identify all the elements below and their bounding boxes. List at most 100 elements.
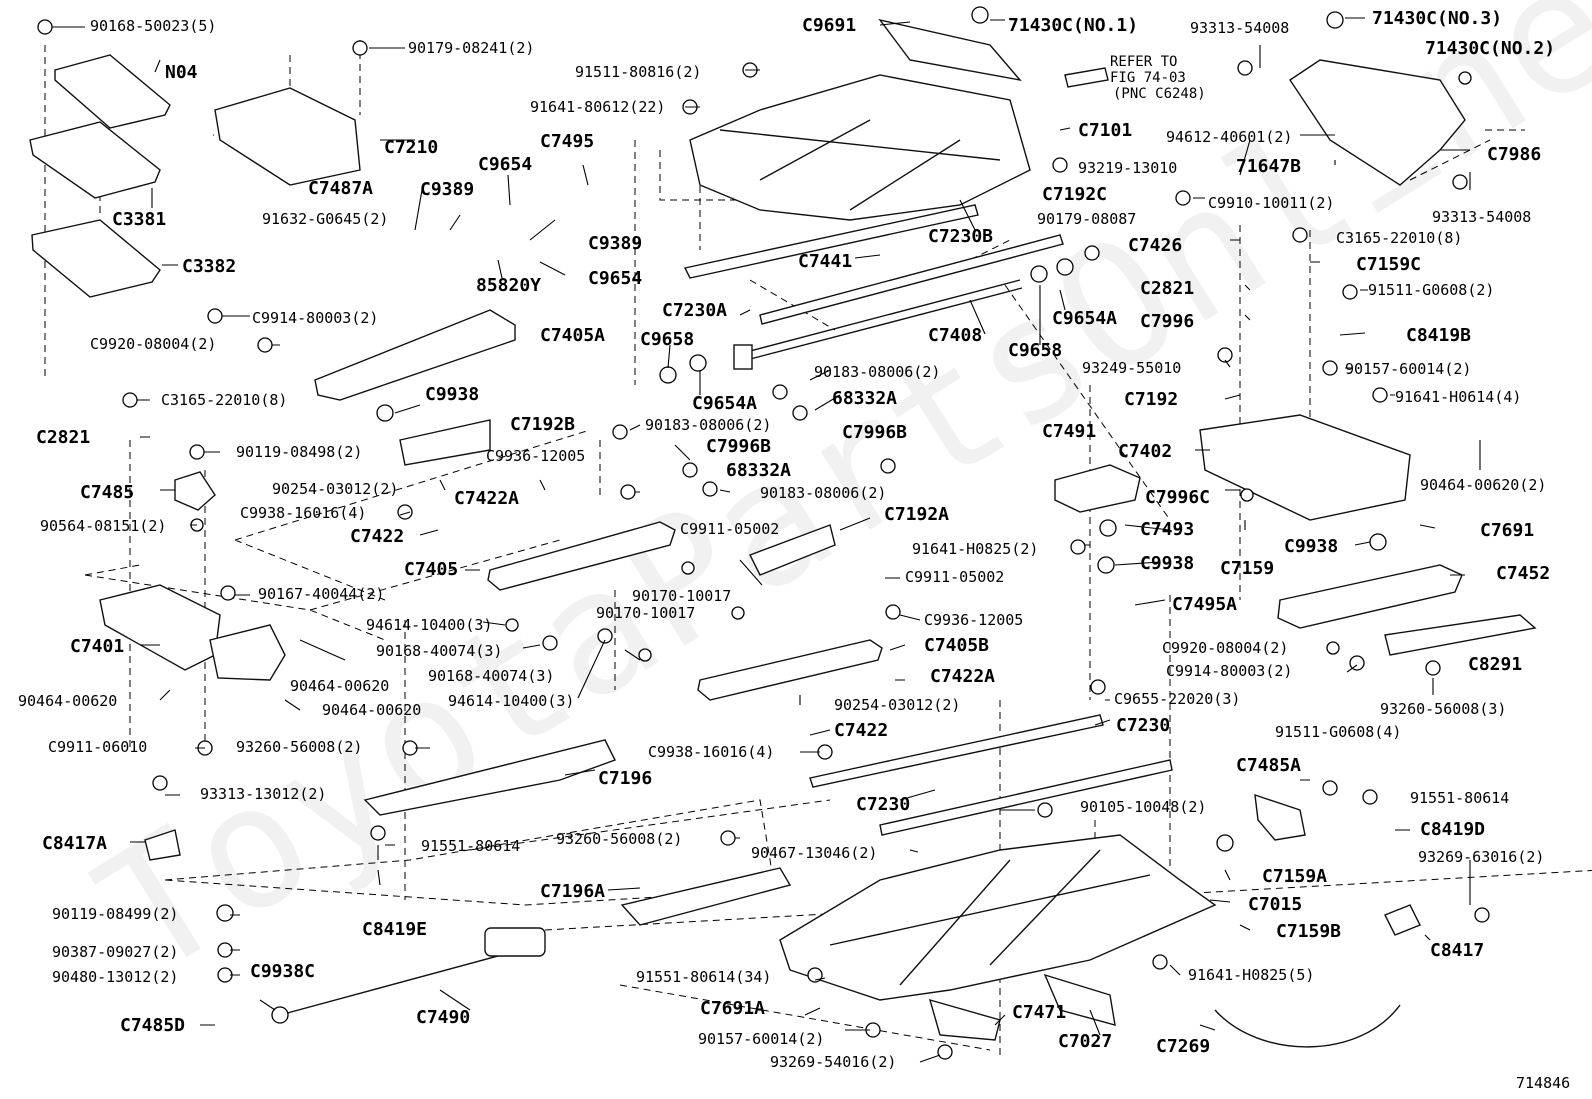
c7192b-bracket bbox=[399, 419, 491, 466]
c7101-crossbar bbox=[719, 119, 1001, 211]
label-l013: C9654 bbox=[588, 268, 642, 289]
c7401-bracket bbox=[209, 624, 286, 681]
bolt-icon bbox=[216, 904, 234, 922]
bushing-icon bbox=[376, 404, 394, 422]
c7015-base bbox=[779, 834, 1217, 1001]
label-l138: C7691A bbox=[700, 998, 765, 1019]
nut-icon bbox=[880, 458, 896, 474]
bolt-icon bbox=[1474, 907, 1490, 923]
label-l124: 90467-13046(2) bbox=[751, 844, 877, 862]
bolt-icon bbox=[1052, 157, 1068, 173]
c7405b-link bbox=[697, 639, 883, 701]
bolt-icon bbox=[1084, 245, 1100, 261]
label-l044: C9938 bbox=[425, 384, 479, 405]
bolt-icon bbox=[220, 585, 236, 601]
label-l025: 71430C(NO.3) bbox=[1372, 8, 1502, 29]
label-l063: C9936-12005 bbox=[486, 447, 585, 465]
bolt-icon bbox=[122, 392, 138, 408]
label-l072: C7491 bbox=[1042, 421, 1096, 442]
nut-icon bbox=[620, 484, 636, 500]
washer-icon bbox=[638, 648, 652, 662]
label-l070: 90564-08151(2) bbox=[40, 517, 166, 535]
bolt-icon bbox=[807, 967, 823, 983]
bolt-icon bbox=[542, 635, 558, 651]
label-l071: C7422 bbox=[350, 526, 404, 547]
washer-icon bbox=[1216, 834, 1234, 852]
label-l107: 90254-03012(2) bbox=[834, 696, 960, 714]
label-l022: C7230B bbox=[928, 226, 993, 247]
label-l005: 90179-08241(2) bbox=[408, 39, 534, 57]
label-l111: 93260-56008(2) bbox=[236, 738, 362, 756]
label-l065: 90183-08006(2) bbox=[760, 484, 886, 502]
label-l023: C7441 bbox=[798, 251, 852, 272]
label-l134: 90480-13012(2) bbox=[52, 968, 178, 986]
bushing-icon bbox=[1030, 265, 1048, 283]
label-l067: 90254-03012(2) bbox=[272, 480, 398, 498]
label-l007: C7487A bbox=[308, 178, 373, 199]
label-l001: 90168-50023(5) bbox=[90, 17, 216, 35]
label-l097: C8291 bbox=[1468, 654, 1522, 675]
label-l123: C8419D bbox=[1420, 819, 1485, 840]
figure-number: 714846 bbox=[1516, 1074, 1570, 1092]
c7491-motor bbox=[1054, 464, 1141, 513]
washer-icon bbox=[1326, 641, 1340, 655]
label-l102: 90464-00620 bbox=[18, 692, 117, 710]
label-l105: C9655-22020(3) bbox=[1114, 690, 1240, 708]
label-l054: C7192 bbox=[1124, 389, 1178, 410]
label-l024: 93313-54008 bbox=[1190, 19, 1289, 37]
label-l086: C9938 bbox=[1140, 553, 1194, 574]
label-l108: C7422 bbox=[834, 720, 888, 741]
label-l085: 91641-H0825(2) bbox=[912, 540, 1038, 558]
bolt-icon bbox=[1342, 284, 1358, 300]
bolt-icon bbox=[1452, 174, 1468, 190]
c7230-rail bbox=[809, 714, 1104, 788]
label-l006: C7210 bbox=[384, 137, 438, 158]
label-l121: 91551-80614 bbox=[421, 837, 520, 855]
c3382-cover bbox=[31, 219, 161, 298]
c8417a-sensor bbox=[144, 829, 181, 861]
label-l033: C7426 bbox=[1128, 235, 1182, 256]
label-l136: 91551-80614(34) bbox=[636, 968, 771, 986]
label-l092: C7401 bbox=[70, 636, 124, 657]
bolt-icon bbox=[1425, 660, 1441, 676]
bolt-icon bbox=[1349, 655, 1365, 671]
c7405a-link bbox=[314, 309, 516, 401]
label-l045: C7230A bbox=[662, 300, 727, 321]
label-l139: C7471 bbox=[1012, 1002, 1066, 1023]
bolt-icon bbox=[1152, 954, 1168, 970]
label-l113: 91511-G0608(4) bbox=[1275, 723, 1401, 741]
c8291-rail bbox=[1384, 614, 1537, 656]
label-l096: C9920-08004(2) bbox=[1162, 639, 1288, 657]
label-l056: 91641-H0614(4) bbox=[1395, 388, 1521, 406]
bushing-icon bbox=[1369, 533, 1387, 551]
c9691-pad bbox=[878, 18, 1022, 82]
label-l026: 71430C(NO.2) bbox=[1425, 38, 1555, 59]
label-l131: C7159B bbox=[1276, 921, 1341, 942]
label-l101: C9914-80003(2) bbox=[1166, 662, 1292, 680]
label-l017: 91511-80816(2) bbox=[575, 63, 701, 81]
label-l083: 90170-10017 bbox=[632, 587, 731, 605]
label-l031: C9910-10011(2) bbox=[1208, 194, 1334, 212]
label-l069: C9938-16016(4) bbox=[240, 504, 366, 522]
label-l125: C7159A bbox=[1262, 866, 1327, 887]
bolt-icon bbox=[1090, 679, 1106, 695]
label-l112: C9938-16016(4) bbox=[648, 743, 774, 761]
label-l034: C3165-22010(8) bbox=[1336, 229, 1462, 247]
label-l028: 71647B bbox=[1236, 156, 1301, 177]
c3381-cover bbox=[29, 121, 161, 199]
label-l068: C7422A bbox=[454, 488, 519, 509]
label-l080: C7192A bbox=[884, 504, 949, 525]
washer-icon bbox=[1458, 71, 1472, 85]
label-l089: 90170-10017 bbox=[596, 604, 695, 622]
label-l053: 93249-55010 bbox=[1082, 359, 1181, 377]
label-l128: C7196A bbox=[540, 881, 605, 902]
label-l019: C7101 bbox=[1078, 120, 1132, 141]
label-l104: 94614-10400(3) bbox=[448, 692, 574, 710]
bushing-icon bbox=[271, 1006, 289, 1024]
refer-note: REFER TO FIG 74-03 (PNC C6248) bbox=[1064, 54, 1206, 102]
bolt-icon bbox=[1175, 190, 1191, 206]
label-l078: C7159 bbox=[1220, 558, 1274, 579]
washer-icon bbox=[1240, 488, 1254, 502]
label-l142: C7027 bbox=[1058, 1031, 1112, 1052]
c7210-bracket bbox=[214, 87, 361, 186]
